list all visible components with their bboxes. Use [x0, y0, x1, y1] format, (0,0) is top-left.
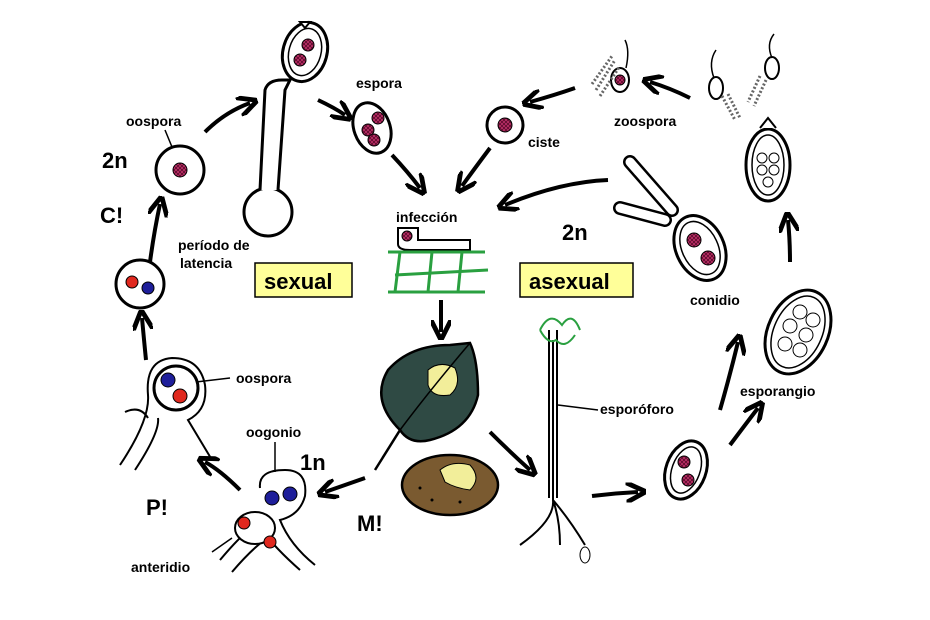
espora-label: espora — [356, 75, 402, 91]
esporoforo-leader — [557, 404, 599, 411]
oospora-top-label: oospora — [126, 113, 181, 129]
infeccion-label: infección — [396, 209, 457, 225]
m-mark: M! — [357, 511, 383, 536]
sexual-stage-box: sexual — [254, 262, 353, 298]
ploidy-2n-center: 2n — [562, 220, 588, 245]
esporangio-cell — [763, 288, 833, 376]
oospora-mid-label: oospora — [236, 370, 291, 386]
arrow-conidio-to-infeccion — [505, 178, 609, 205]
arrow-to-espora — [317, 98, 345, 115]
oospora-mid-leader — [195, 377, 231, 383]
anteridio-label: anteridio — [131, 559, 190, 575]
arrow-to-fusion-cell — [142, 318, 146, 361]
arrow-host-to-gametangia — [325, 476, 366, 492]
infected-potato — [400, 453, 500, 517]
arrow-to-sporangium — [788, 220, 790, 263]
ciste-cell — [485, 105, 525, 145]
p-mark: P! — [146, 495, 168, 520]
gametangia — [219, 468, 316, 573]
ploidy-1n: 1n — [300, 450, 326, 475]
oospora-2n-cell — [154, 144, 206, 196]
sporangium-bottom — [663, 439, 709, 501]
infected-leaf — [373, 341, 480, 471]
arrow-to-zoospora — [650, 82, 691, 100]
arrow-zoospora-to-ciste — [530, 86, 576, 102]
conidio-label: conidio — [690, 292, 740, 308]
arrow-oospora-to-germination — [203, 103, 250, 134]
arrow-host-to-sporangiophore — [488, 430, 530, 470]
c-mark: C! — [100, 203, 123, 228]
anteridio-leader — [211, 537, 233, 553]
svg-text:asexual: asexual — [529, 269, 610, 294]
oogonio-label: oogonio — [246, 424, 301, 440]
zoospora-cells — [590, 33, 780, 121]
sporangiophore — [519, 317, 591, 564]
latency-label-line1: período de — [178, 237, 250, 253]
latency-label-line2: latencia — [180, 255, 232, 271]
arrow-to-esporangio — [728, 408, 758, 447]
infection-site — [388, 227, 489, 294]
arrow-gametangia-to-oospora — [205, 462, 242, 492]
esporoforo-label: esporóforo — [600, 401, 674, 417]
arrow-espora-to-infeccion — [390, 153, 420, 188]
conidio-germinating — [613, 155, 728, 282]
svg-text:sexual: sexual — [264, 269, 333, 294]
oospora-in-oogonium — [119, 356, 213, 471]
germinating-oospore — [242, 20, 330, 238]
ploidy-2n-left: 2n — [102, 148, 128, 173]
oospora-label-leader — [164, 129, 173, 148]
arrow-to-conidio — [718, 342, 738, 411]
oospora-fusion-cell — [114, 258, 166, 310]
ciste-label: ciste — [528, 134, 560, 150]
espora-cell — [351, 101, 393, 155]
arrow-latency-to-oospora — [150, 204, 160, 263]
arrow-sporangiophore-to-sporangium — [591, 492, 638, 496]
asexual-stage-box: asexual — [519, 262, 634, 298]
sporangium-releasing — [744, 116, 792, 203]
zoospora-label: zoospora — [614, 113, 676, 129]
esporangio-label: esporangio — [740, 383, 815, 399]
arrow-ciste-to-infeccion — [462, 146, 492, 186]
